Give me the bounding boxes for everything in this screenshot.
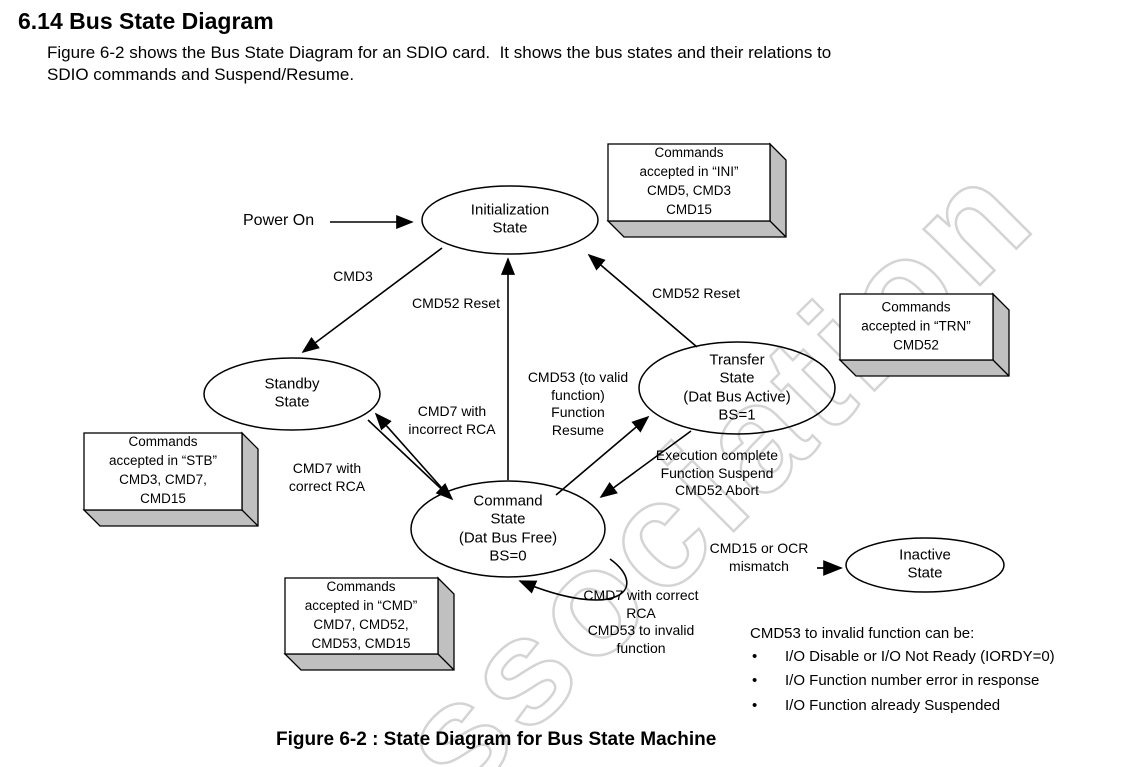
bullet-icon: • — [752, 696, 758, 714]
arrow-cmd3-init-to-standby — [301, 247, 443, 354]
transition-label-cmd3: CMD3 — [333, 268, 373, 284]
legend-item: • I/O Function number error in response — [752, 671, 1055, 691]
note-box-cmd — [283, 576, 455, 671]
state-ellipse-inactive — [845, 537, 1005, 593]
note-box-label-ini: Commands accepted in “INI” CMD5, CMD3 CM… — [639, 145, 739, 217]
legend-list: • I/O Disable or I/O Not Ready (IORDY=0)… — [752, 647, 1055, 720]
arrow-cmd7-incorrect-command-to-standby — [374, 412, 449, 496]
state-ellipse-command — [410, 480, 606, 578]
legend-item: • I/O Function already Suspended — [752, 696, 1055, 716]
transition-label-power-on: Power On — [243, 212, 315, 229]
note-box-ini — [606, 142, 787, 238]
figure-caption: Figure 6-2 : State Diagram for Bus State… — [276, 729, 717, 750]
bullet-icon: • — [752, 672, 758, 690]
transition-label-cmd7-incorrect: CMD7 with incorrect RCA — [408, 403, 496, 437]
state-label-initialization: Initialization State — [470, 201, 550, 237]
note-box-trn — [838, 292, 1010, 377]
transition-label-cmd52-reset-left: CMD52 Reset — [412, 295, 500, 311]
section-heading: 6.14 Bus State Diagram — [18, 8, 274, 34]
arrow-cmd52-reset-transfer-to-init — [587, 253, 698, 348]
note-box-label-cmd: Commands accepted in “CMD” CMD7, CMD52, … — [304, 579, 418, 651]
arrow-cmd7-correct-standby-to-command — [367, 419, 454, 501]
note-box-label-stb: Commands accepted in “STB” CMD3, CMD7, C… — [108, 434, 218, 506]
arrow-cmd53-valid-command-to-transfer — [555, 415, 650, 496]
arrow-execution-complete-transfer-to-command — [599, 430, 692, 499]
state-ellipse-transfer — [638, 341, 836, 435]
arrow-cmd7-self-loop-command — [518, 558, 628, 601]
state-label-command: Command State (Dat Bus Free) BS=0 — [458, 492, 558, 565]
transition-label-cmd7-loop: CMD7 with correct RCA CMD53 to invalid f… — [583, 587, 699, 656]
transition-label-cmd53-valid: CMD53 (to valid function) Function Resum… — [527, 369, 629, 438]
transition-label-cmd52-reset-right: CMD52 Reset — [652, 285, 740, 301]
note-box-stb — [82, 431, 259, 527]
state-label-transfer: Transfer State (Dat Bus Active) BS=1 — [683, 351, 791, 424]
legend-item-text: I/O Function number error in response — [785, 672, 1040, 690]
legend-item-text: I/O Disable or I/O Not Ready (IORDY=0) — [785, 648, 1055, 665]
state-ellipse-initialization — [421, 185, 599, 255]
transition-label-execution-complete: Execution complete Function Suspend CMD5… — [655, 447, 779, 498]
note-box-label-trn: Commands accepted in “TRN” CMD52 — [861, 299, 971, 353]
bullet-icon: • — [752, 648, 758, 665]
state-label-inactive: Inactive State — [899, 546, 951, 582]
intro-paragraph: Figure 6-2 shows the Bus State Diagram f… — [47, 43, 832, 85]
legend-item-text: I/O Function already Suspended — [785, 696, 1001, 714]
transition-label-cmd7-correct: CMD7 with correct RCA — [288, 460, 366, 494]
transition-label-cmd15-mismatch: CMD15 or OCR mismatch — [709, 540, 809, 574]
state-ellipse-standby — [203, 357, 381, 431]
state-label-standby: Standby State — [264, 375, 320, 411]
legend-title: CMD53 to invalid function can be: — [750, 625, 975, 642]
legend-item: • I/O Disable or I/O Not Ready (IORDY=0) — [752, 647, 1055, 667]
